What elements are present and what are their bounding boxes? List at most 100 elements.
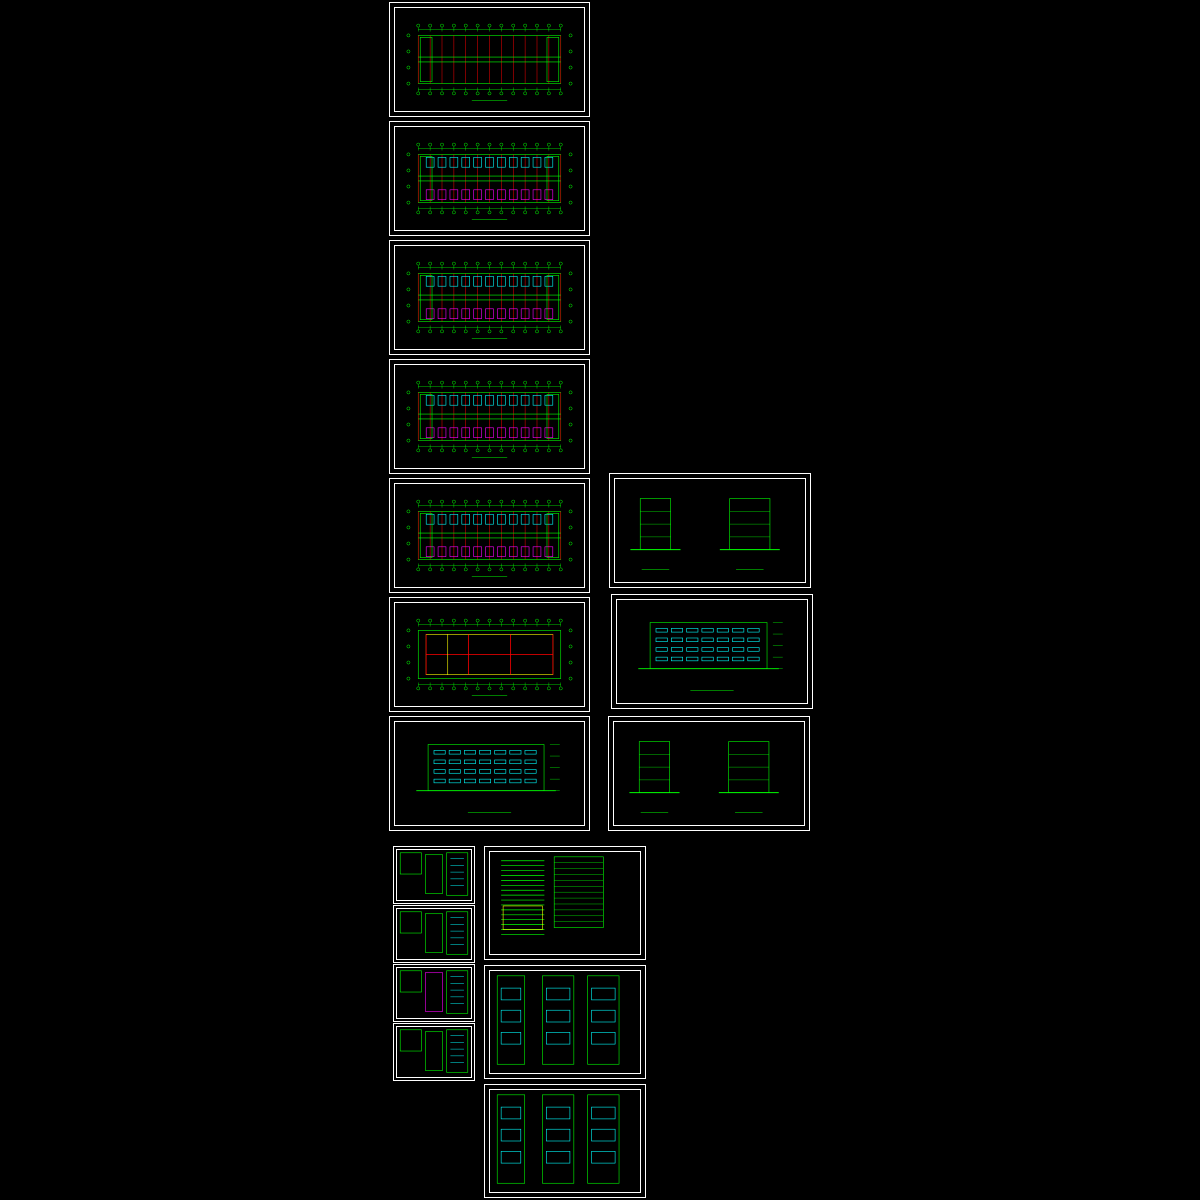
axis-bubble bbox=[440, 686, 444, 691]
axis-bubble bbox=[452, 329, 456, 334]
stair-section bbox=[496, 975, 526, 1065]
room-fixture bbox=[437, 157, 447, 168]
drawing-sheet-detail-1[interactable] bbox=[393, 846, 475, 904]
stair-core bbox=[546, 275, 560, 320]
drawing-sheet-floor-plan-2[interactable] bbox=[389, 121, 590, 236]
side-elevations-drawing bbox=[630, 498, 780, 570]
room-fixture bbox=[509, 546, 518, 557]
axis-bubble bbox=[440, 210, 444, 215]
room-fixture bbox=[532, 189, 542, 200]
axis-bubble bbox=[568, 81, 573, 86]
axis-bubble bbox=[568, 628, 573, 633]
drawing-sheet-stair-sections-2[interactable] bbox=[484, 1084, 646, 1198]
axis-bubble bbox=[487, 142, 492, 147]
window bbox=[524, 778, 537, 784]
drawing-sheet-floor-plan-1[interactable] bbox=[389, 2, 590, 117]
axis-bubble bbox=[547, 380, 551, 385]
room-fixture bbox=[485, 276, 494, 287]
axis-bubble bbox=[558, 23, 563, 28]
window bbox=[732, 628, 745, 633]
drawing-sheet-detail-3[interactable] bbox=[393, 964, 475, 1022]
axis-bubble bbox=[535, 499, 539, 504]
axis-bubble bbox=[406, 676, 411, 681]
landing bbox=[500, 987, 522, 1001]
window bbox=[509, 759, 522, 764]
room-fixture bbox=[544, 514, 554, 525]
drawing-sheet-design-notes[interactable] bbox=[484, 846, 646, 960]
room-fixture bbox=[437, 514, 447, 525]
room-fixture bbox=[544, 189, 554, 200]
landing bbox=[591, 1106, 616, 1120]
drawing-sheet-roof-plan[interactable] bbox=[389, 597, 590, 712]
axis-bubble bbox=[568, 319, 573, 324]
axis-bubble bbox=[499, 91, 504, 96]
axis-bubble bbox=[568, 65, 573, 70]
axis-bubble bbox=[499, 686, 504, 691]
room-fixture bbox=[497, 395, 506, 406]
room-fixture bbox=[509, 189, 518, 200]
room-fixture bbox=[520, 395, 530, 406]
room-fixture bbox=[509, 308, 518, 319]
stair-core bbox=[546, 394, 560, 439]
stair-sections-drawing bbox=[496, 1094, 620, 1184]
landing bbox=[500, 1151, 522, 1164]
drawing-sheet-front-elevation[interactable] bbox=[611, 594, 813, 709]
room-fixture bbox=[497, 157, 506, 168]
stair-sections-drawing bbox=[496, 975, 620, 1065]
room-fixture bbox=[425, 546, 435, 557]
axis-bubble bbox=[406, 168, 411, 173]
room-fixture bbox=[437, 427, 447, 438]
details-drawing bbox=[399, 1029, 469, 1073]
axis-bubble bbox=[535, 23, 539, 28]
axis-bubble bbox=[440, 23, 444, 28]
room-fixture bbox=[497, 189, 506, 200]
drawing-sheet-rear-elevation[interactable] bbox=[389, 716, 590, 831]
axis-bubble bbox=[558, 329, 563, 334]
axis-bubble bbox=[547, 329, 551, 334]
axis-bubble bbox=[452, 567, 456, 572]
axis-bubble bbox=[511, 261, 516, 266]
axis-bubble bbox=[428, 210, 432, 215]
room-fixture bbox=[449, 276, 459, 287]
axis-bubble bbox=[568, 33, 573, 38]
room-fixture bbox=[532, 308, 542, 319]
room-fixture bbox=[497, 514, 506, 525]
room-fixture bbox=[532, 395, 542, 406]
axis-bubble bbox=[558, 448, 563, 453]
window bbox=[716, 647, 729, 652]
axis-bubble bbox=[463, 261, 468, 266]
sheet-frame bbox=[394, 245, 585, 350]
drawing-sheet-stair-sections-1[interactable] bbox=[484, 965, 646, 1079]
axis-bubble bbox=[406, 319, 411, 324]
axis-bubble bbox=[558, 91, 563, 96]
drawing-sheet-side-elevations-b[interactable] bbox=[608, 716, 810, 831]
room-fixture bbox=[461, 514, 470, 525]
axis-bubble bbox=[568, 303, 573, 308]
axis-bubble bbox=[475, 261, 480, 266]
window bbox=[670, 628, 683, 633]
axis-bubble bbox=[440, 448, 444, 453]
drawing-sheet-floor-plan-4[interactable] bbox=[389, 359, 590, 474]
axis-bubble bbox=[452, 261, 456, 266]
plan-rooms-drawing bbox=[406, 380, 573, 458]
drawing-sheet-floor-plan-5[interactable] bbox=[389, 478, 590, 593]
axis-bubble bbox=[440, 261, 444, 266]
axis-bubble bbox=[440, 618, 444, 623]
drawing-sheet-detail-4[interactable] bbox=[393, 1023, 475, 1081]
room-fixture bbox=[544, 395, 554, 406]
window bbox=[509, 778, 522, 784]
room-fixture bbox=[532, 427, 542, 438]
room-fixture bbox=[497, 308, 506, 319]
room-fixture bbox=[532, 546, 542, 557]
axis-bubble bbox=[406, 200, 411, 205]
window bbox=[433, 759, 446, 764]
window bbox=[670, 647, 683, 652]
drawing-sheet-side-elevations-a[interactable] bbox=[609, 473, 811, 588]
drawing-sheet-floor-plan-3[interactable] bbox=[389, 240, 590, 355]
drawing-sheet-detail-2[interactable] bbox=[393, 905, 475, 963]
axis-bubble bbox=[487, 210, 492, 215]
axis-bubble bbox=[416, 142, 421, 147]
axis-bubble bbox=[535, 210, 539, 215]
landing bbox=[500, 1032, 522, 1045]
axis-bubble bbox=[558, 686, 563, 691]
